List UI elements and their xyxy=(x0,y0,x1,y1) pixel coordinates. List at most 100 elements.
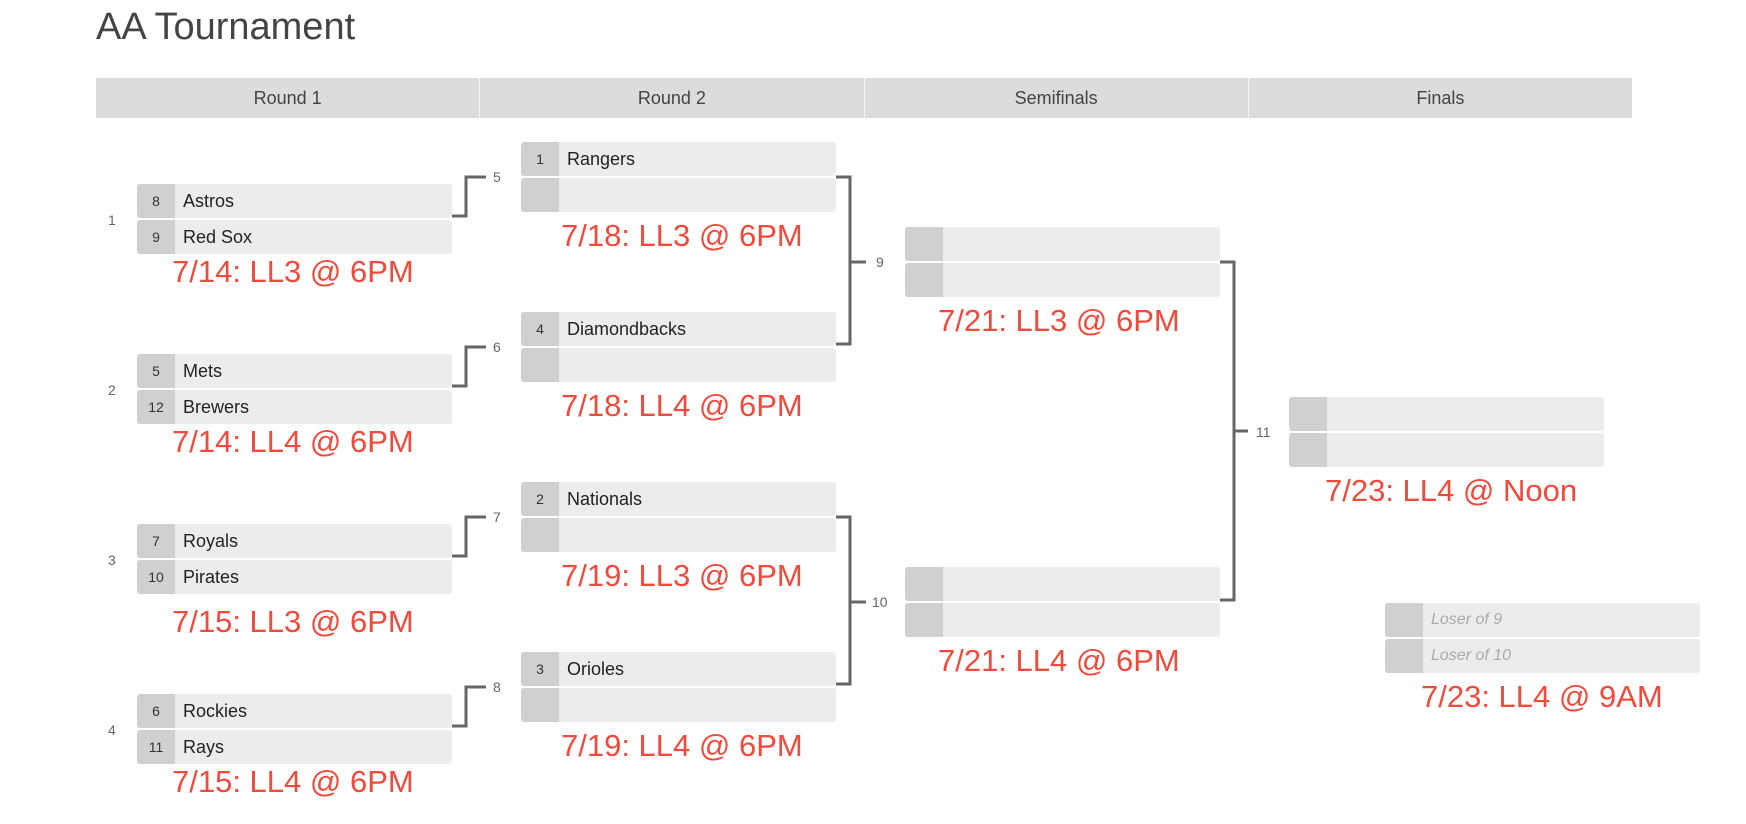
match-4: 6 Rockies 11 Rays xyxy=(137,694,452,766)
seed-badge: 2 xyxy=(521,482,559,516)
team-slot[interactable]: 3 Orioles xyxy=(521,652,836,686)
seed-badge xyxy=(1289,433,1327,467)
team-slot[interactable]: Loser of 9 xyxy=(1385,603,1700,637)
match-number-4: 4 xyxy=(108,722,116,738)
connector-5-6-9 xyxy=(836,175,866,346)
match-number-9: 9 xyxy=(876,254,884,270)
seed-badge xyxy=(905,567,943,601)
seed-badge: 9 xyxy=(137,220,175,254)
team-slot[interactable]: 5 Mets xyxy=(137,354,452,388)
team-slot[interactable] xyxy=(1289,397,1604,431)
team-slot[interactable]: 12 Brewers xyxy=(137,390,452,424)
connector-4-8 xyxy=(452,685,486,728)
match-9 xyxy=(905,227,1220,299)
seed-badge xyxy=(905,227,943,261)
team-slot[interactable]: 6 Rockies xyxy=(137,694,452,728)
seed-badge xyxy=(905,263,943,297)
round-header-1: Round 1 xyxy=(96,78,481,118)
match-number-10: 10 xyxy=(872,594,888,610)
team-name: Rangers xyxy=(567,149,636,169)
match-6: 4 Diamondbacks xyxy=(521,312,836,384)
team-slot[interactable]: 9 Red Sox xyxy=(137,220,452,254)
match-3: 7 Royals 10 Pirates xyxy=(137,524,452,596)
match-schedule-3: 7/15: LL3 @ 6PM xyxy=(172,604,414,639)
match-schedule-6: 7/18: LL4 @ 6PM xyxy=(561,388,803,423)
team-name: Astros xyxy=(183,191,235,211)
seed-badge: 1 xyxy=(521,142,559,176)
team-name: Pirates xyxy=(183,567,240,587)
team-slot[interactable] xyxy=(905,263,1220,297)
team-slot[interactable] xyxy=(905,227,1220,261)
team-name: Orioles xyxy=(567,659,625,679)
match-8: 3 Orioles xyxy=(521,652,836,724)
seed-badge xyxy=(521,518,559,552)
team-slot[interactable] xyxy=(521,518,836,552)
team-slot[interactable]: Loser of 10 xyxy=(1385,639,1700,673)
seed-badge: 8 xyxy=(137,184,175,218)
match-schedule-10: 7/21: LL4 @ 6PM xyxy=(938,643,1180,678)
team-slot[interactable]: 11 Rays xyxy=(137,730,452,764)
team-name: Diamondbacks xyxy=(567,319,687,339)
match-2: 5 Mets 12 Brewers xyxy=(137,354,452,426)
team-slot[interactable]: 7 Royals xyxy=(137,524,452,558)
team-name: Nationals xyxy=(567,489,643,509)
connector-2-6 xyxy=(452,345,486,388)
seed-badge: 12 xyxy=(137,390,175,424)
seed-badge xyxy=(1385,603,1423,637)
match-number-1: 1 xyxy=(108,212,116,228)
seed-badge: 4 xyxy=(521,312,559,346)
match-schedule-1: 7/14: LL3 @ 6PM xyxy=(172,254,414,289)
match-10 xyxy=(905,567,1220,639)
team-slot[interactable]: 10 Pirates xyxy=(137,560,452,594)
consolation-schedule: 7/23: LL4 @ 9AM xyxy=(1421,679,1663,714)
match-number-7: 7 xyxy=(493,509,501,525)
match-number-8: 8 xyxy=(493,679,501,695)
team-name: Royals xyxy=(183,531,239,551)
seed-badge xyxy=(521,688,559,722)
team-slot[interactable]: 8 Astros xyxy=(137,184,452,218)
page-title: AA Tournament xyxy=(96,6,356,48)
team-name: Mets xyxy=(183,361,223,381)
match-number-3: 3 xyxy=(108,552,116,568)
consolation-match: Loser of 9 Loser of 10 xyxy=(1385,603,1700,675)
team-name: Red Sox xyxy=(183,227,253,247)
team-slot[interactable] xyxy=(905,603,1220,637)
team-slot[interactable]: 2 Nationals xyxy=(521,482,836,516)
seed-badge: 6 xyxy=(137,694,175,728)
team-name-placeholder: Loser of 9 xyxy=(1431,611,1503,628)
team-slot[interactable]: 1 Rangers xyxy=(521,142,836,176)
seed-badge: 7 xyxy=(137,524,175,558)
connector-9-10-11 xyxy=(1220,260,1248,602)
team-name: Rockies xyxy=(183,701,248,721)
connector-7-8-10 xyxy=(836,515,866,686)
team-slot[interactable] xyxy=(521,348,836,382)
connector-1-5 xyxy=(452,175,486,218)
connector-3-7 xyxy=(452,515,486,558)
seed-badge: 5 xyxy=(137,354,175,388)
match-7: 2 Nationals xyxy=(521,482,836,554)
seed-badge: 11 xyxy=(137,730,175,764)
team-slot[interactable] xyxy=(521,688,836,722)
team-slot[interactable]: 4 Diamondbacks xyxy=(521,312,836,346)
match-schedule-4: 7/15: LL4 @ 6PM xyxy=(172,764,414,799)
match-number-5: 5 xyxy=(493,169,501,185)
seed-badge xyxy=(1385,639,1423,673)
team-slot[interactable] xyxy=(1289,433,1604,467)
match-schedule-8: 7/19: LL4 @ 6PM xyxy=(561,728,803,763)
team-name-placeholder: Loser of 10 xyxy=(1431,647,1512,664)
match-number-6: 6 xyxy=(493,339,501,355)
round-header-semifinals: Semifinals xyxy=(865,78,1249,118)
team-slot[interactable] xyxy=(521,178,836,212)
team-slot[interactable] xyxy=(905,567,1220,601)
match-schedule-11: 7/23: LL4 @ Noon xyxy=(1325,473,1578,508)
seed-badge xyxy=(1289,397,1327,431)
seed-badge xyxy=(521,348,559,382)
match-schedule-7: 7/19: LL3 @ 6PM xyxy=(561,558,803,593)
match-number-2: 2 xyxy=(108,382,116,398)
match-schedule-9: 7/21: LL3 @ 6PM xyxy=(938,303,1180,338)
team-name: Rays xyxy=(183,737,225,757)
match-number-11: 11 xyxy=(1256,424,1271,440)
rounds-header: Round 1 Round 2 Semifinals Finals xyxy=(96,78,1632,118)
match-11-final xyxy=(1289,397,1604,469)
